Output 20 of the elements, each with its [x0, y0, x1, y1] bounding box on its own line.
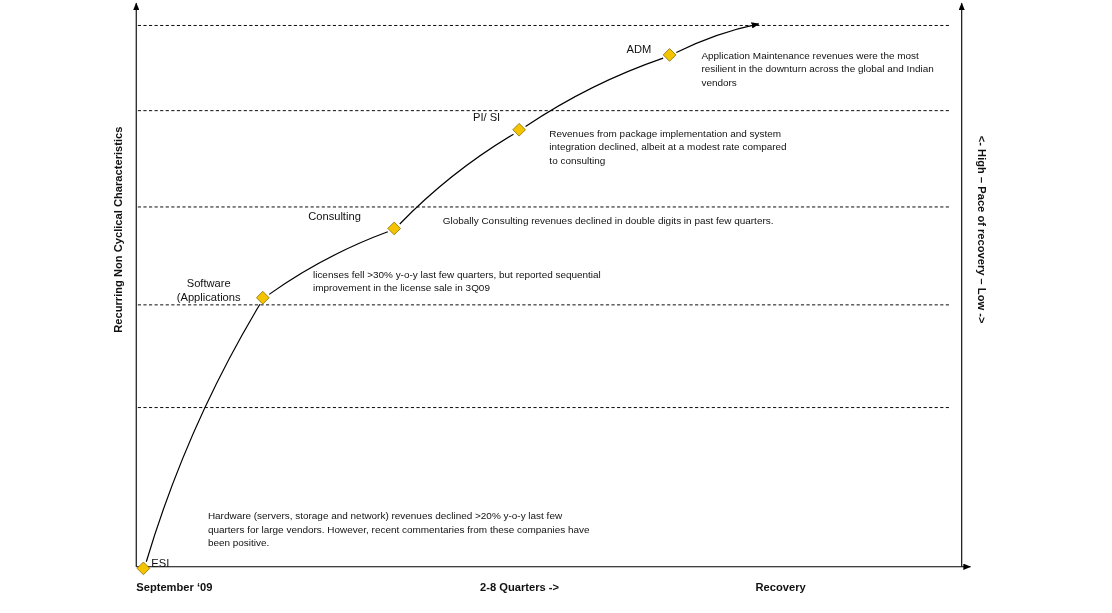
point-label: PI/ SI: [472, 109, 501, 125]
axis-label: Recovery: [755, 581, 807, 595]
axis-title: Recurring Non Cyclical Characteristics: [111, 125, 125, 335]
curve-line: [145, 303, 261, 563]
point-label: Software (Applications: [175, 275, 242, 305]
axis-title: <- High – Pace of recovery – Low ->: [974, 134, 989, 326]
axis-label: September ‘09: [136, 581, 214, 595]
annotation-text: Globally Consulting revenues declined in double digits in past few quarters.: [442, 214, 775, 229]
annotation-text: Application Maintenance revenues were the most resilient in the downturn across the global and Indian vendors: [701, 49, 935, 90]
annotation-text: Revenues from package implementation and system integration declined, albeit at a modest rate compared to consulting: [549, 127, 788, 168]
point-label: ESI: [151, 555, 170, 570]
point-label: ADM: [626, 42, 652, 57]
curve-line: [399, 133, 515, 225]
annotation-text: licenses fell >30% y-o-y last few quarters, but reported sequential improvement in the license sale in 3Q09: [312, 268, 602, 296]
curve-line: [524, 57, 664, 128]
curve-arrow: [675, 22, 760, 54]
annotation-text: Hardware (servers, storage and network) revenues declined >20% y-o-y last few quarters for large vendors. However, recent commentaries from these companies have been positive.: [207, 509, 590, 551]
curve-line: [268, 231, 389, 295]
axis-label: 2-8 Quarters ->: [480, 581, 561, 595]
point-label: Consulting: [308, 208, 361, 223]
